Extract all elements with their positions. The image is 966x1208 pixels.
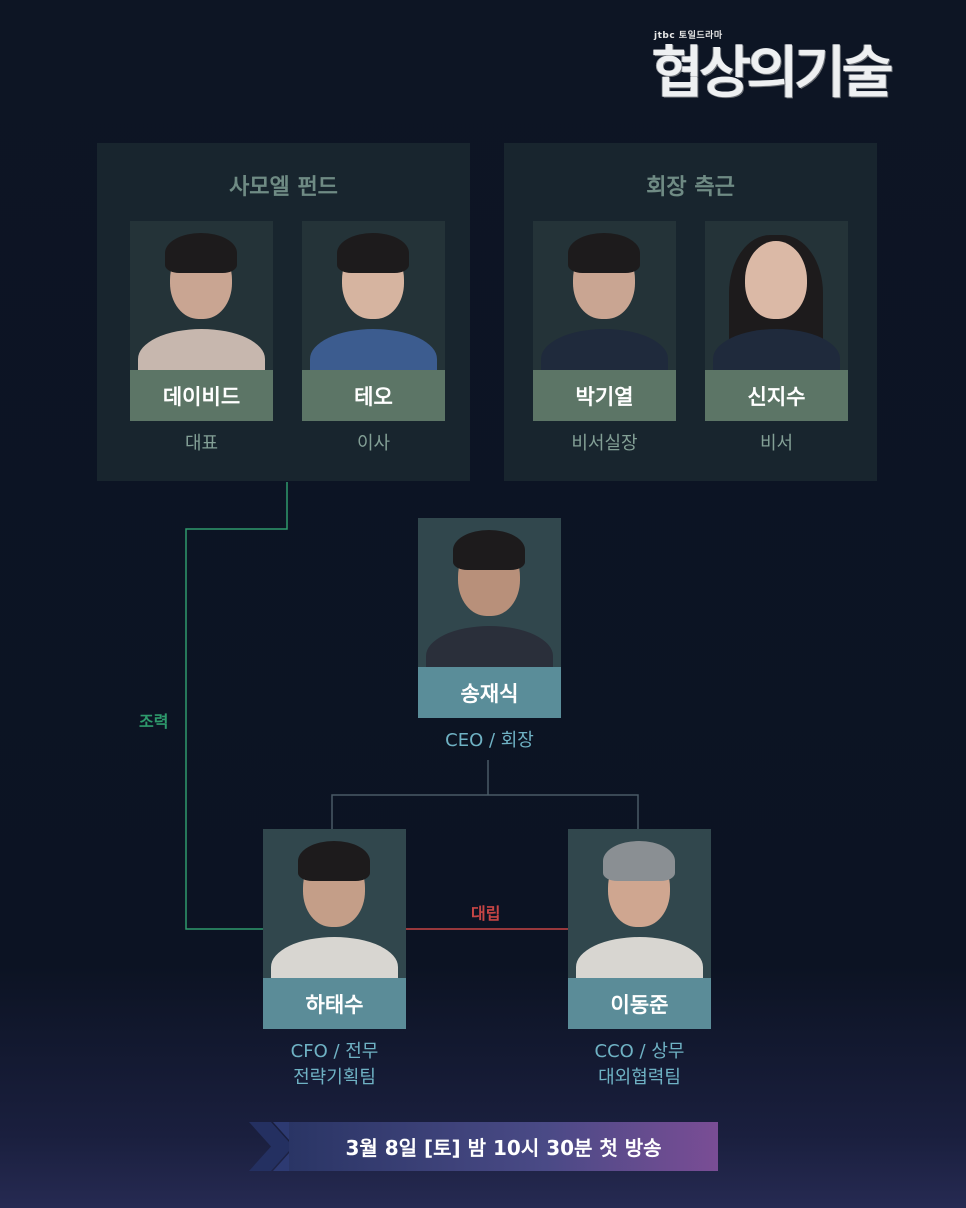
character-role: 비서실장: [571, 433, 638, 454]
character-name: 데이비드: [130, 370, 273, 421]
cooperation-line: [185, 482, 288, 930]
character-role: 이사: [356, 433, 391, 454]
character-card-cco: 이동준 CCO / 상무 대외협력팀: [568, 829, 711, 1091]
character-name: 송재식: [418, 667, 561, 718]
character-card-teo: 테오 이사: [302, 221, 445, 457]
group-samoel-fund: 사모엘 펀드 데이비드 대표 테오 이사: [97, 143, 470, 481]
character-name: 신지수: [705, 370, 848, 421]
character-card-park: 박기열 비서실장: [533, 221, 676, 457]
drama-title: 협상의기술: [652, 41, 894, 106]
character-card-david: 데이비드 대표: [130, 221, 273, 457]
role-line-2: 전략기획팀: [293, 1067, 376, 1088]
character-role: 대표: [184, 433, 219, 454]
group-chairman-aides: 회장 측근 박기열 비서실장 신지수 비서: [504, 143, 877, 481]
character-card-shin: 신지수 비서: [705, 221, 848, 457]
broadcast-text: 3월 8일 [토] 밤 10시 30분 첫 방송: [289, 1122, 718, 1171]
character-photo: [130, 221, 273, 370]
group-title: 회장 측근: [646, 175, 735, 200]
group-title: 사모엘 펀드: [229, 175, 338, 200]
role-line-1: CFO / 전무: [290, 1041, 379, 1062]
character-photo: [568, 829, 711, 978]
character-role: CFO / 전무 전략기획팀: [263, 1039, 406, 1091]
character-name: 하태수: [263, 978, 406, 1029]
character-role: 비서: [759, 433, 794, 454]
character-photo: [533, 221, 676, 370]
character-name: 이동준: [568, 978, 711, 1029]
character-name: 테오: [302, 370, 445, 421]
character-photo: [302, 221, 445, 370]
cooperation-label: 조력: [139, 712, 169, 731]
network-label: jtbc 토일드라마: [654, 31, 723, 41]
character-card-cfo: 하태수 CFO / 전무 전략기획팀: [263, 829, 406, 1091]
drama-logo: jtbc 토일드라마 협상의기술: [652, 28, 910, 105]
character-role: CCO / 상무 대외협력팀: [568, 1039, 711, 1091]
hierarchy-line-branch: [331, 794, 639, 829]
role-line-2: 대외협력팀: [598, 1067, 681, 1088]
character-name: 박기열: [533, 370, 676, 421]
role-line-1: CCO / 상무: [594, 1041, 685, 1062]
character-card-ceo: 송재식 CEO / 회장: [418, 518, 561, 754]
character-photo: [263, 829, 406, 978]
broadcast-banner: 3월 8일 [토] 밤 10시 30분 첫 방송: [249, 1122, 718, 1171]
character-role: CEO / 회장: [445, 730, 534, 751]
character-photo: [705, 221, 848, 370]
character-photo: [418, 518, 561, 667]
chevron-right-icon: [249, 1122, 289, 1171]
conflict-label: 대립: [471, 904, 501, 923]
